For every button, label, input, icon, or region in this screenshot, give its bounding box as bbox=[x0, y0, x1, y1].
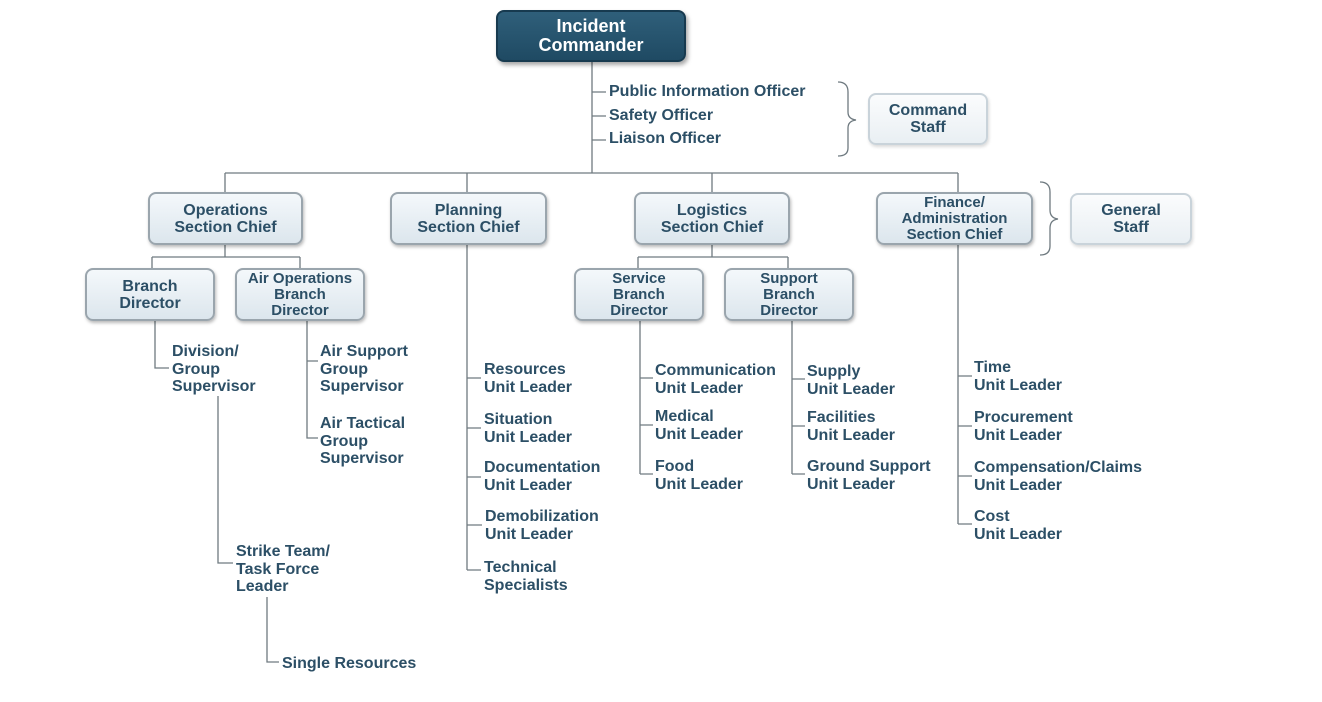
air-tactical-group-supervisor: Air Tactical Group Supervisor bbox=[320, 415, 406, 467]
planning-section-chief-box: Planning Section Chief bbox=[390, 192, 547, 245]
support-branch-director-box: Support Branch Director bbox=[724, 268, 854, 321]
safety-officer: Safety Officer bbox=[609, 107, 714, 124]
supply-unit-leader: Supply Unit Leader bbox=[807, 363, 896, 398]
food-unit-leader: Food Unit Leader bbox=[655, 458, 744, 493]
logistics-section-chief-box: Logistics Section Chief bbox=[634, 192, 790, 245]
strike-team-task-force-leader: Strike Team/ Task Force Leader bbox=[236, 543, 330, 595]
time-unit-leader: Time Unit Leader bbox=[974, 359, 1063, 394]
single-resources: Single Resources bbox=[282, 655, 417, 672]
liaison-officer: Liaison Officer bbox=[609, 130, 722, 147]
resources-unit-leader: Resources Unit Leader bbox=[484, 361, 573, 396]
operations-section-chief-box: Operations Section Chief bbox=[148, 192, 303, 245]
air-operations-branch-director-box: Air Operations Branch Director bbox=[235, 268, 365, 321]
air-support-group-supervisor: Air Support Group Supervisor bbox=[320, 343, 408, 395]
division-group-supervisor: Division/ Group Supervisor bbox=[172, 343, 256, 395]
incident-commander-box: Incident Commander bbox=[496, 10, 686, 62]
technical-specialists: Technical Specialists bbox=[484, 559, 568, 594]
facilities-unit-leader: Facilities Unit Leader bbox=[807, 409, 896, 444]
documentation-unit-leader: Documentation Unit Leader bbox=[484, 459, 601, 494]
general-staff-box: General Staff bbox=[1070, 193, 1192, 245]
compensation-claims-unit-leader: Compensation/Claims Unit Leader bbox=[974, 459, 1143, 494]
service-branch-director-box: Service Branch Director bbox=[574, 268, 704, 321]
public-information-officer: Public Information Officer bbox=[609, 83, 806, 100]
branch-director-box: Branch Director bbox=[85, 268, 215, 321]
medical-unit-leader: Medical Unit Leader bbox=[655, 408, 744, 443]
demobilization-unit-leader: Demobilization Unit Leader bbox=[485, 508, 599, 543]
communication-unit-leader: Communication Unit Leader bbox=[655, 362, 776, 397]
procurement-unit-leader: Procurement Unit Leader bbox=[974, 409, 1073, 444]
situation-unit-leader: Situation Unit Leader bbox=[484, 411, 573, 446]
finance-administration-section-chief-box: Finance/ Administration Section Chief bbox=[876, 192, 1033, 245]
cost-unit-leader: Cost Unit Leader bbox=[974, 508, 1063, 543]
command-staff-box: Command Staff bbox=[868, 93, 988, 145]
ground-support-unit-leader: Ground Support Unit Leader bbox=[807, 458, 931, 493]
